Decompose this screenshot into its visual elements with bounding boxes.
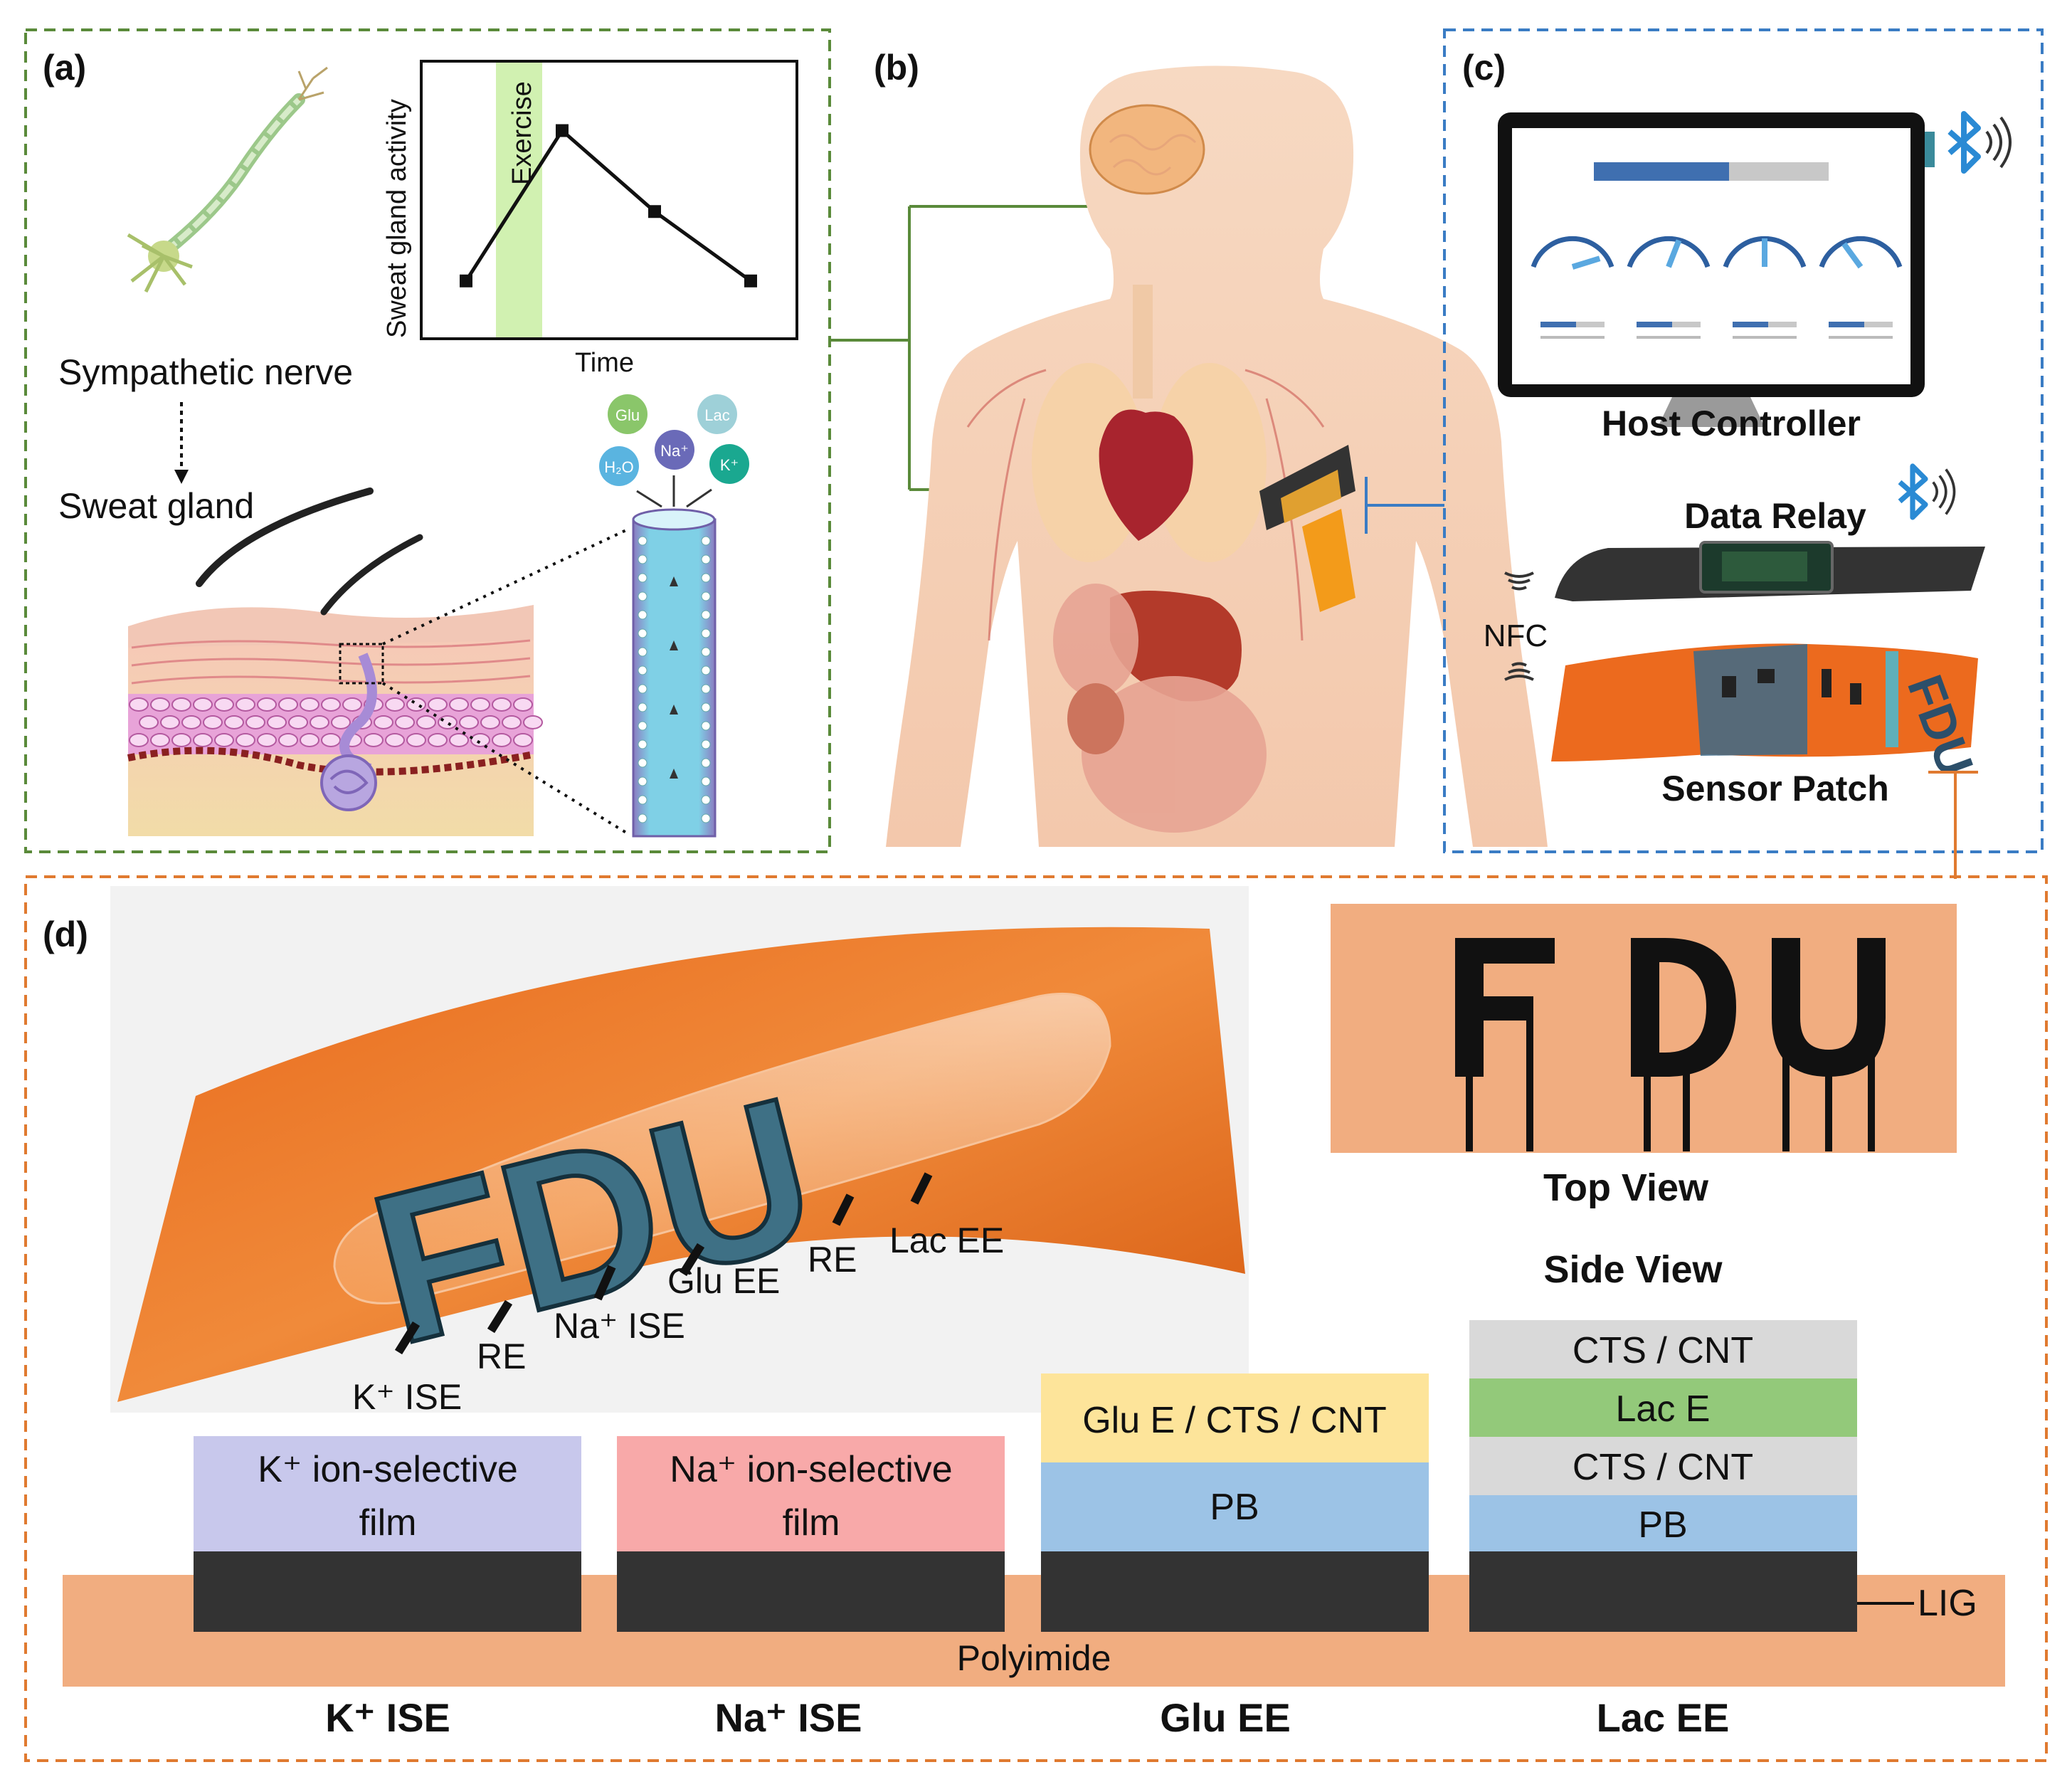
top-view-title: Top View [1543,1166,1709,1209]
lac-cts-top-layer [1469,1320,1857,1378]
panel-d: (d) FDU K⁺ ISE RE Na⁺ ISE Glu EE RE Lac … [24,875,2048,1762]
chart-point-4 [744,274,757,288]
lac-cts-top-label: CTS / CNT [1572,1330,1753,1371]
lac-pb-layer [1469,1495,1857,1551]
sweat-activity-chart: Exercise Sweat gland activity Time [382,60,798,378]
chart-band-label: Exercise [507,81,537,185]
data-relay-label: Data Relay [1684,496,1866,536]
side-view-diagram: Polyimide K⁺ ion-selective film Na⁺ ion-… [63,1320,2005,1740]
chart-y-axis-label: Sweat gland activity [382,99,412,338]
glu-enzyme-label: Glu E / CTS / CNT [1082,1400,1387,1441]
panel-c-border [1443,28,2044,853]
skin-cross-section [127,487,543,836]
lac-pb-label: PB [1638,1504,1687,1546]
panel-a-border [24,28,831,853]
chart-x-axis-label: Time [575,348,634,378]
bottom-label-k-ise: K⁺ ISE [325,1695,450,1740]
patch-render: FDU [110,886,1249,1413]
human-body-illustration [886,65,1548,847]
k-film-line2: film [359,1502,417,1544]
arm-wearable-icon [1259,445,1355,612]
gauge-icon-2 [1627,236,1711,268]
electrode-label-re2: RE [808,1240,857,1280]
connector-b-c [1365,477,1444,534]
bluetooth-icon [1947,111,2012,174]
sympathetic-nerve-label: Sympathetic nerve [58,352,353,392]
nfc-icon [1504,571,1534,681]
chart-frame [420,60,798,340]
k-film-line1: K⁺ ion-selective [258,1449,518,1490]
chart-point-1 [460,274,472,288]
electrode-label-k-ise: K⁺ ISE [352,1377,462,1417]
heart-icon [1099,409,1193,541]
sweat-duct [632,508,717,838]
panel-d-border [24,875,2048,1762]
side-view-title: Side View [1543,1248,1723,1291]
electrode-label-glu-ee: Glu EE [667,1261,780,1301]
lac-lig-layer [1469,1551,1857,1632]
panel-c: (c) Host Controller Data Relay [1443,28,2044,853]
panel-a: (a) Sympathetic nerve Sweat gland Exerci… [24,28,831,853]
polyimide-label: Polyimide [957,1638,1111,1678]
bottom-label-glu-ee: Glu EE [1160,1695,1291,1740]
panel-b: (b) [874,48,1548,847]
panel-a-label: (a) [43,48,86,88]
na-lig-layer [617,1551,1005,1632]
ion-k: K⁺ [720,456,739,474]
electrode-label-re1: RE [477,1336,526,1376]
electrode-label-lac-ee: Lac EE [889,1220,1004,1260]
sensor-patch-label: Sensor Patch [1661,769,1889,808]
panel-d-label: (d) [43,914,88,954]
gauge-icon-4 [1819,236,1903,268]
host-controller-label: Host Controller [1602,404,1861,443]
na-film-layer [617,1436,1005,1551]
lig-label: LIG [1918,1583,1977,1624]
ion-lac: Lac [704,406,729,424]
sensor-patch-icon: FDU [1551,643,1984,783]
connector-c-d [1928,771,1978,879]
lac-enzyme-layer [1469,1378,1857,1437]
na-film-line1: Na⁺ ion-selective [670,1449,952,1490]
lac-enzyme-label: Lac E [1616,1388,1711,1430]
k-lig-layer [194,1551,581,1632]
panel-c-label: (c) [1462,48,1506,88]
glu-pb-label: PB [1210,1487,1259,1528]
chart-point-3 [648,205,661,218]
sweat-analytes: Glu Lac Na⁺ H₂O K⁺ [599,394,749,508]
chart-series-line [464,127,752,283]
sweat-gland-label: Sweat gland [58,486,254,526]
data-relay-band-icon [1555,541,1985,601]
glu-enzyme-layer [1041,1373,1429,1462]
na-film-line2: film [783,1502,840,1544]
ion-na: Na⁺ [660,442,689,460]
panel-b-label: (b) [874,48,919,88]
lac-cts-bottom-layer [1469,1437,1857,1495]
ion-glu: Glu [615,406,640,424]
bottom-label-lac-ee: Lac EE [1597,1695,1730,1740]
chart-marks [460,124,757,288]
monitor-icon [1498,112,1935,427]
top-view-diagram [1331,904,1957,1153]
lac-cts-bottom-label: CTS / CNT [1572,1447,1753,1488]
electrode-label-na-ise: Na⁺ ISE [554,1306,685,1346]
nfc-label: NFC [1484,618,1548,653]
glu-pb-layer [1041,1462,1429,1551]
gauge-icon-1 [1531,236,1614,268]
ion-h2o: H₂O [604,458,634,476]
bluetooth-icon-relay [1898,463,1956,520]
chart-point-2 [556,124,569,137]
bottom-label-na-ise: Na⁺ ISE [715,1695,862,1740]
k-film-layer [194,1436,581,1551]
neuron-illustration [127,66,328,293]
glu-lig-layer [1041,1551,1429,1632]
